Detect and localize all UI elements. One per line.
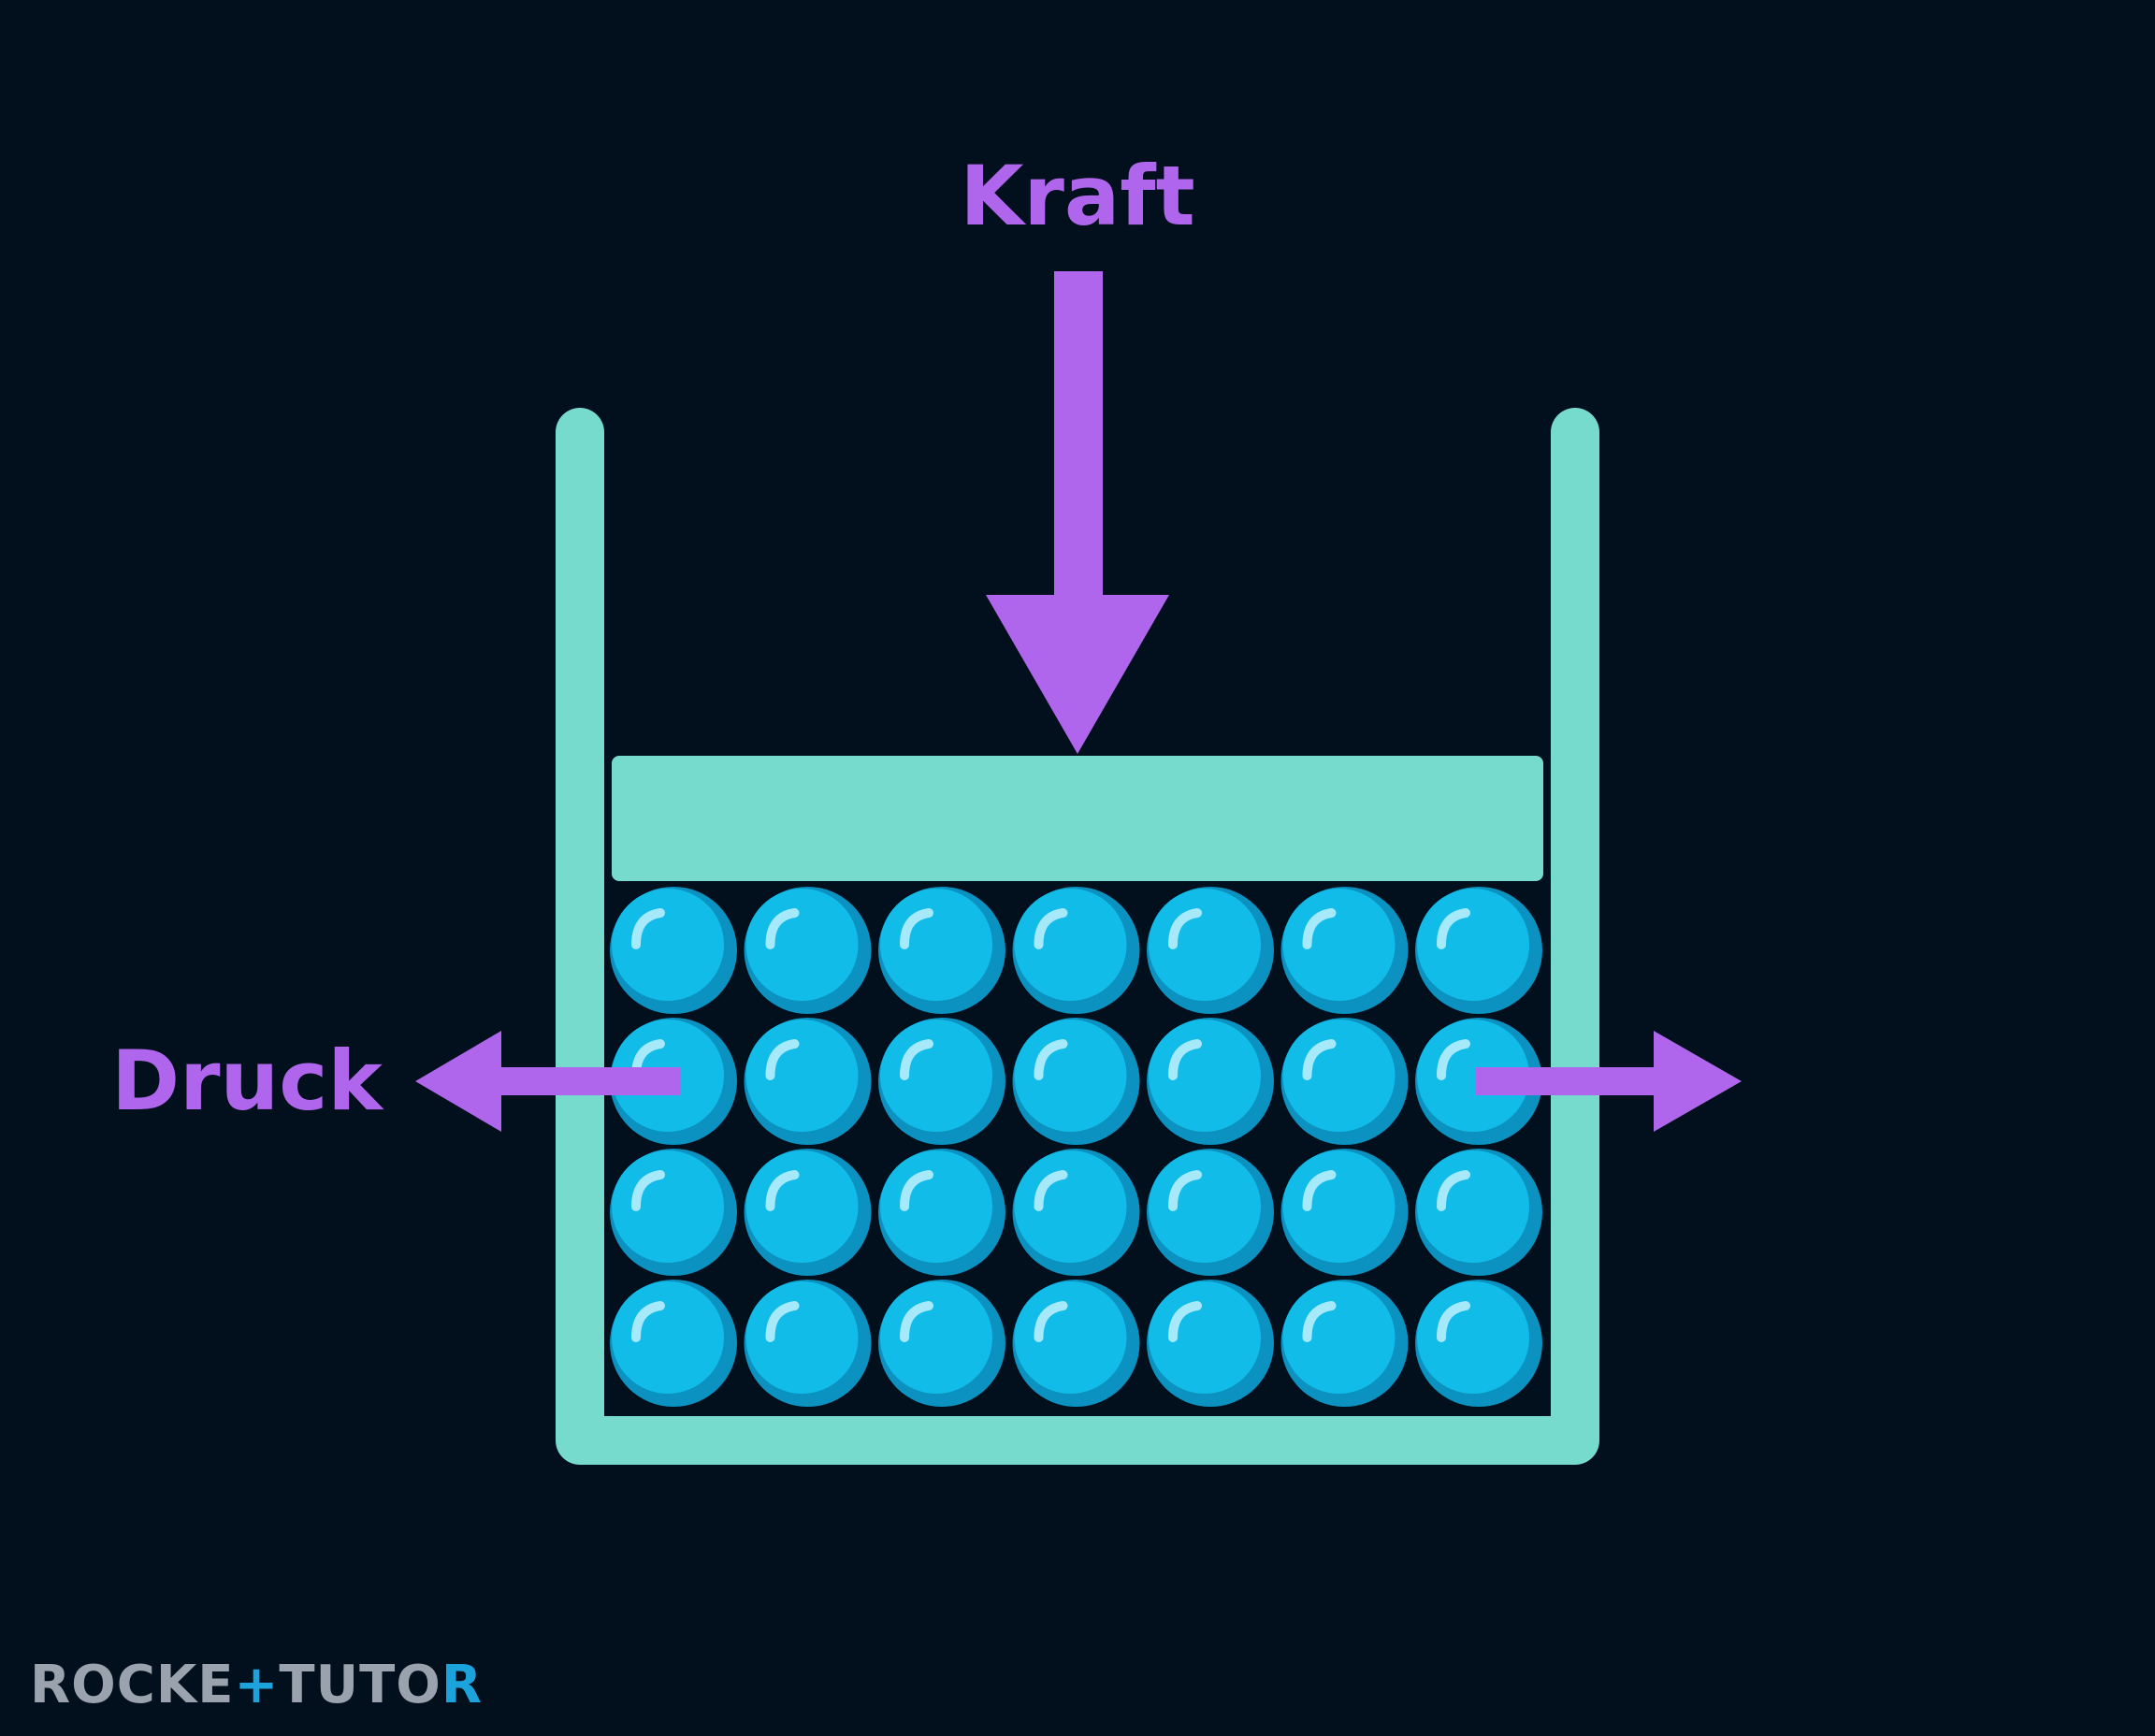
force-arrow-head	[986, 595, 1169, 754]
particle-body	[612, 1150, 724, 1263]
particle-grid	[610, 887, 1542, 1407]
particle	[1147, 1280, 1274, 1407]
particle-highlight	[765, 1170, 800, 1211]
particle-body	[880, 1020, 992, 1132]
logo: ROCKE+TUTOR	[30, 1655, 483, 1715]
particle-body	[612, 1281, 724, 1394]
particle-highlight	[1437, 1301, 1470, 1342]
particle-body	[880, 1150, 992, 1263]
particle-body	[1014, 1150, 1127, 1263]
particle	[878, 1280, 1005, 1407]
arrow-right-icon	[1476, 1031, 1742, 1132]
particle-highlight	[765, 1039, 800, 1080]
pressure-left-head	[415, 1031, 501, 1132]
particle	[1280, 1018, 1409, 1145]
particle	[1280, 1149, 1409, 1276]
particle	[1012, 1280, 1140, 1407]
particle-body	[1282, 1281, 1396, 1394]
particle	[878, 1018, 1005, 1145]
particle-highlight	[1168, 1301, 1202, 1342]
particle	[1280, 887, 1409, 1014]
piston-plate	[612, 756, 1543, 881]
particle	[610, 1280, 737, 1407]
container-vessel	[556, 408, 1599, 1465]
particle	[1415, 1149, 1542, 1276]
particle-highlight	[1034, 1170, 1068, 1211]
arrow-down-icon	[986, 271, 1169, 754]
particle-highlight	[1437, 1170, 1470, 1211]
particle	[1147, 1018, 1274, 1145]
particle-body	[1417, 889, 1529, 1001]
particle	[744, 1018, 872, 1145]
arrow-left-icon	[415, 1031, 681, 1132]
particle	[1280, 1280, 1409, 1407]
particle	[1415, 887, 1542, 1014]
particle-body	[745, 1281, 859, 1394]
particle	[744, 1149, 872, 1276]
particle-body	[1149, 1150, 1261, 1263]
particle-body	[880, 1281, 992, 1394]
force-label: Kraft	[960, 148, 1194, 244]
particle-body	[1014, 889, 1127, 1001]
particle-body	[1282, 1020, 1396, 1132]
particle-body	[1149, 1281, 1261, 1394]
particle-body	[745, 1020, 859, 1132]
particle	[610, 1149, 737, 1276]
particle-body	[612, 889, 724, 1001]
particle-body	[1417, 1020, 1529, 1132]
particle-body	[1014, 1281, 1127, 1394]
particle-highlight	[900, 908, 933, 949]
particle-body	[1417, 1281, 1529, 1394]
particle-highlight	[1437, 1039, 1470, 1080]
particle-highlight	[1168, 1039, 1202, 1080]
particle-highlight	[900, 1301, 933, 1342]
particle-highlight	[1302, 908, 1337, 949]
particle-highlight	[1302, 1170, 1337, 1211]
particle	[1012, 887, 1140, 1014]
particle	[1012, 1149, 1140, 1276]
particle-highlight	[900, 1170, 933, 1211]
particle	[1147, 1149, 1274, 1276]
pressure-right-head	[1654, 1031, 1742, 1132]
pressure-left-shaft	[468, 1067, 681, 1095]
particle-body	[1282, 1150, 1396, 1263]
particle-highlight	[1034, 1039, 1068, 1080]
particle	[1147, 887, 1274, 1014]
logo-part-1: ROCKE	[30, 1655, 234, 1715]
particle-highlight	[1168, 1170, 1202, 1211]
particle-body	[1014, 1020, 1127, 1132]
particle-highlight	[1034, 908, 1068, 949]
particle-body	[880, 889, 992, 1001]
pressure-label: Druck	[111, 1033, 384, 1129]
particle-highlight	[1302, 1301, 1337, 1342]
particle-highlight	[1302, 1039, 1337, 1080]
particle-highlight	[631, 908, 665, 949]
particle-body	[745, 1150, 859, 1263]
particle	[610, 887, 737, 1014]
particle-body	[1417, 1150, 1529, 1263]
particle	[1012, 1018, 1140, 1145]
particle-highlight	[1168, 908, 1202, 949]
particle-body	[1149, 889, 1261, 1001]
particle-body	[1282, 889, 1396, 1001]
particle-highlight	[765, 908, 800, 949]
logo-part-2: TUTO	[279, 1655, 441, 1715]
logo-plus-icon: +	[234, 1655, 279, 1715]
particle-highlight	[631, 1301, 665, 1342]
particle	[744, 887, 872, 1014]
force-arrow-shaft	[1054, 271, 1103, 627]
particle	[878, 1149, 1005, 1276]
particle	[1415, 1280, 1542, 1407]
particle-highlight	[631, 1170, 665, 1211]
particle-body	[1149, 1020, 1261, 1132]
particle-body	[745, 889, 859, 1001]
particle-highlight	[1034, 1301, 1068, 1342]
particle-highlight	[1437, 908, 1470, 949]
particle-highlight	[765, 1301, 800, 1342]
particle-highlight	[900, 1039, 933, 1080]
particle	[878, 887, 1005, 1014]
logo-part-3: R	[441, 1655, 483, 1715]
particle	[744, 1280, 872, 1407]
